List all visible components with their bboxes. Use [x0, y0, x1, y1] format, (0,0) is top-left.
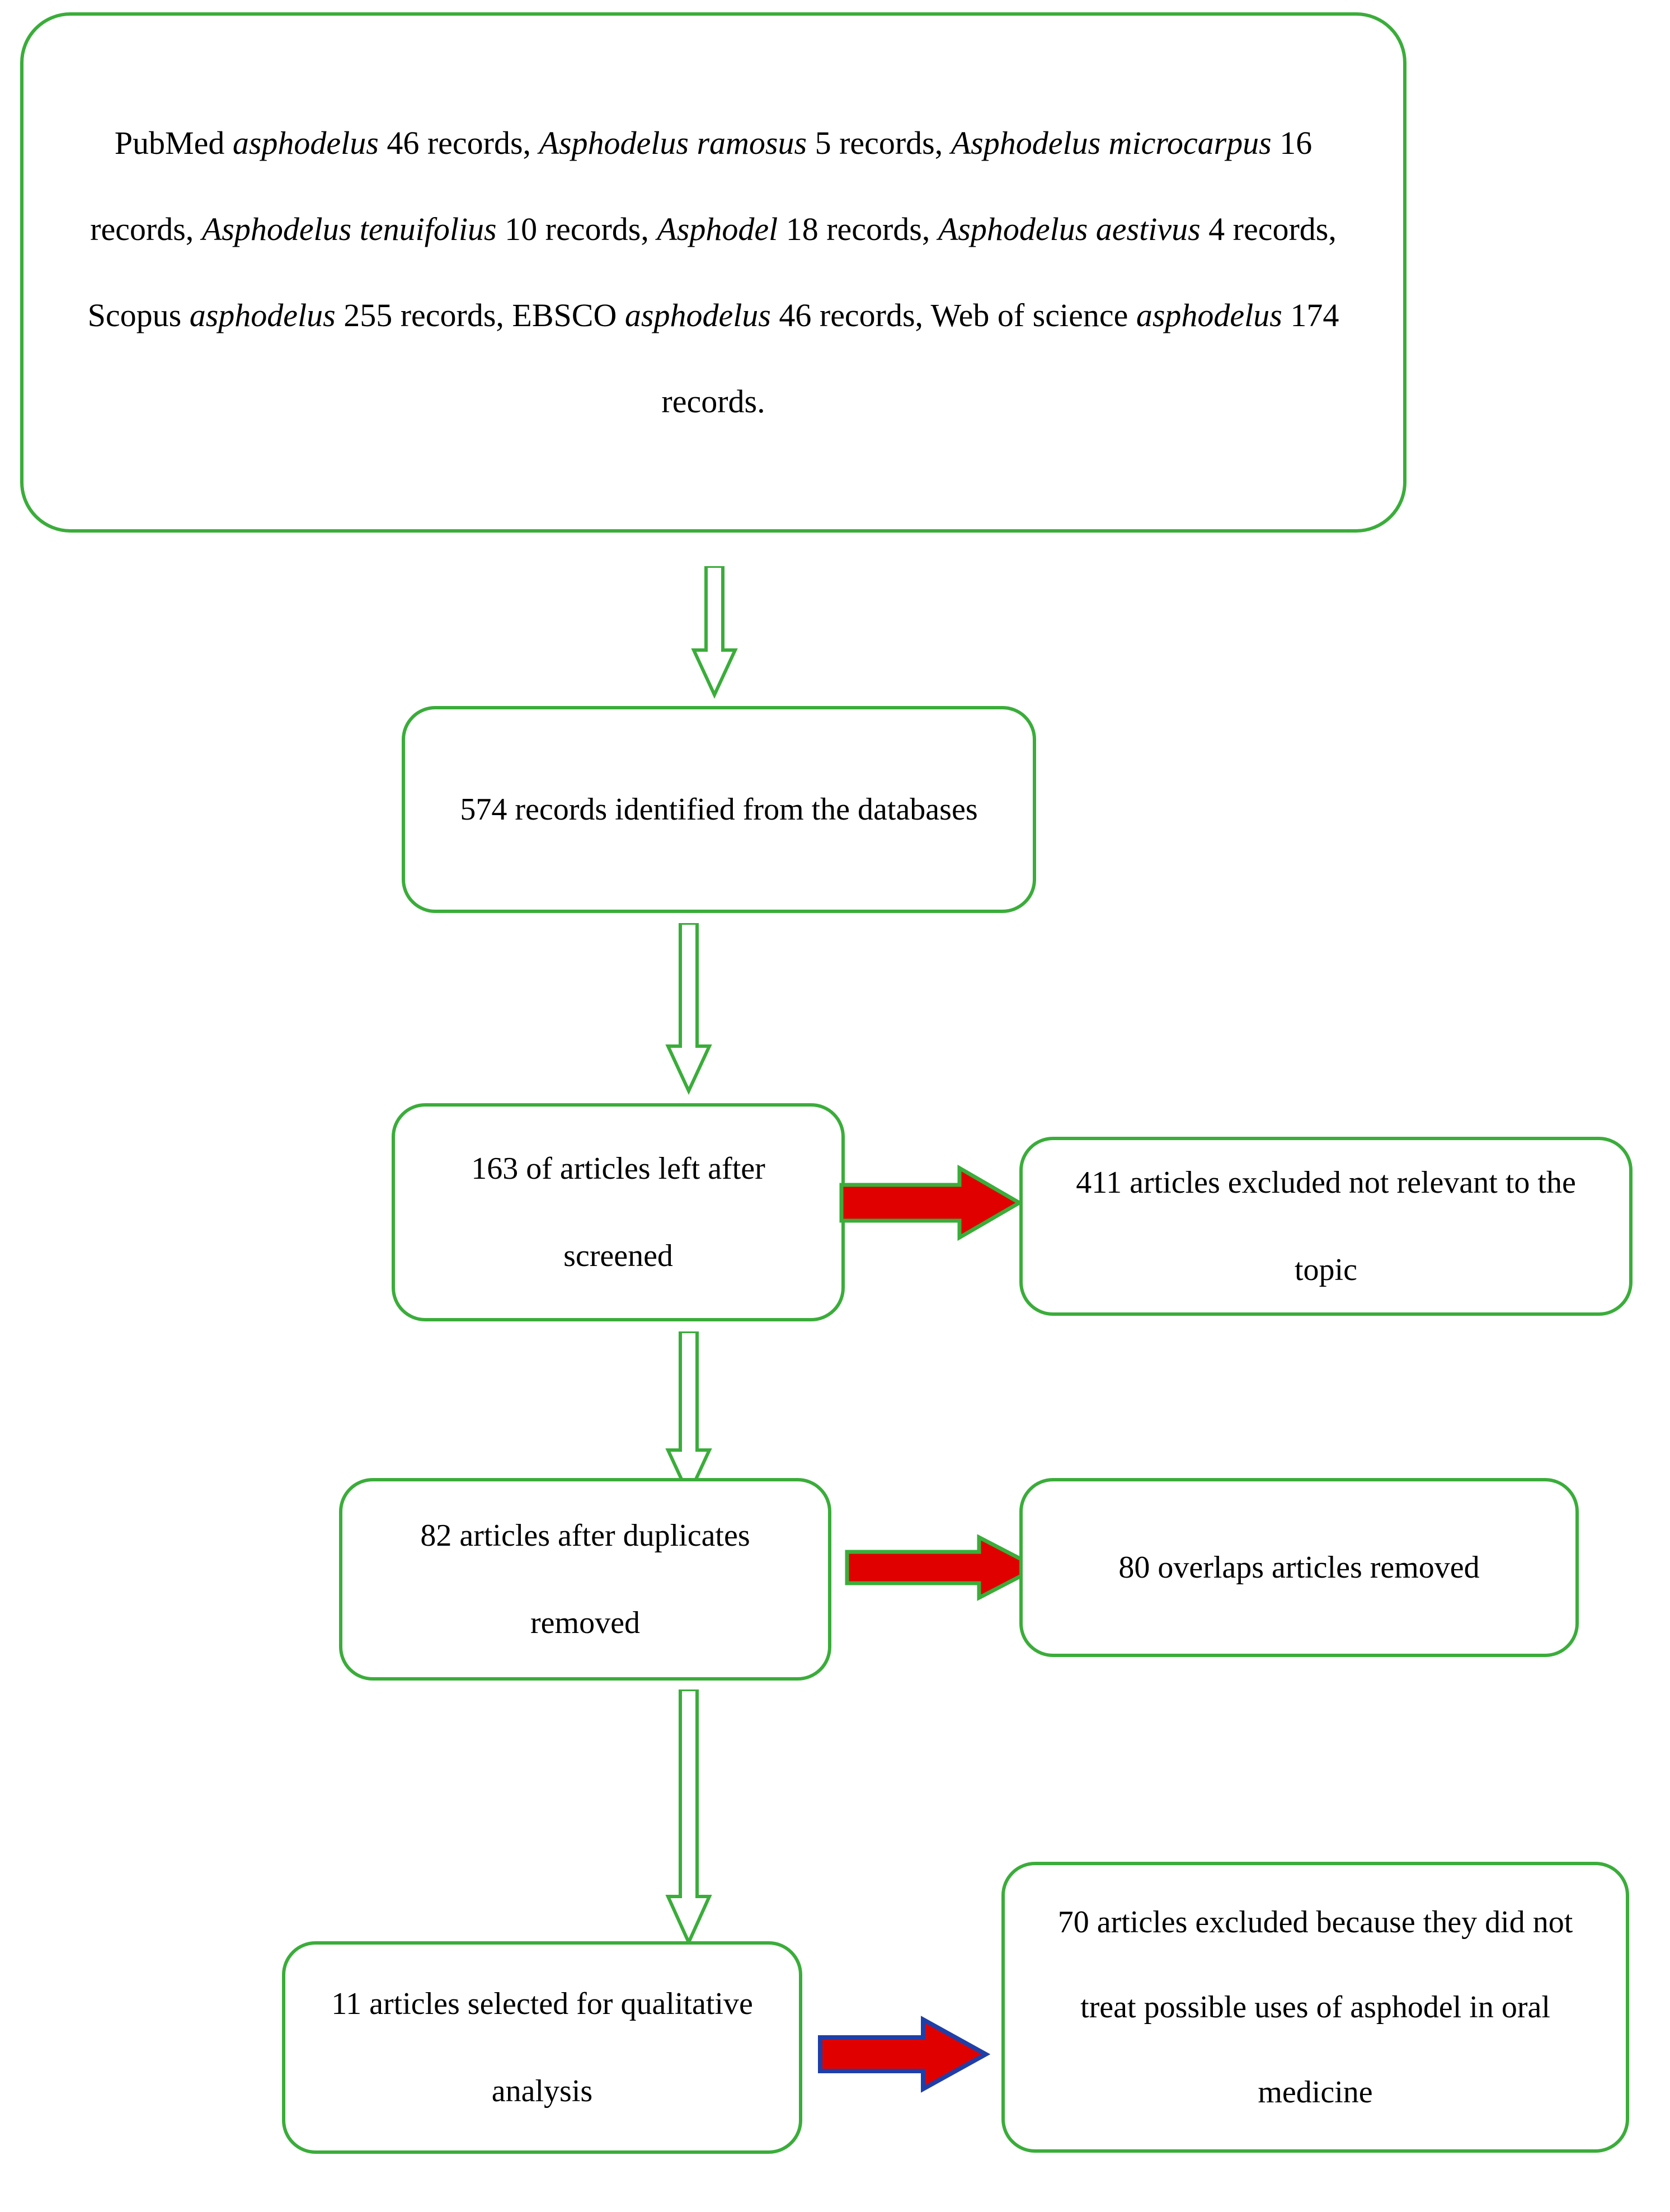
search-term-italic: asphodelus	[189, 297, 336, 333]
arrow-search-to-identified	[689, 566, 740, 700]
search-term-plain: 5 records,	[807, 125, 951, 161]
arrow-duplicates-to-overlaps	[845, 1534, 1041, 1601]
arrow-qualitative-to-excluded-uses	[817, 2015, 990, 2093]
articles-excluded-not-relevant-box: 411 articles excluded not relevant to th…	[1019, 1137, 1633, 1316]
articles-excluded-uses-box: 70 articles excluded because they did no…	[1001, 1862, 1629, 2153]
search-term-plain: 16 records,	[90, 125, 1313, 247]
search-term-italic: Asphodelus microcarpus	[951, 125, 1272, 161]
arrow-screened-to-duplicates	[664, 1331, 714, 1499]
overlaps-articles-removed-box: 80 overlaps articles removed	[1019, 1478, 1579, 1657]
search-term-italic: asphodelus	[232, 125, 379, 161]
arrow-duplicates-to-qualitative	[664, 1689, 714, 1947]
search-term-plain: 10 records,	[496, 211, 657, 247]
articles-selected-qualitative-analysis-box: 11 articles selected for qualitative ana…	[282, 1941, 802, 2154]
search-term-plain: PubMed	[114, 125, 233, 161]
search-term-italic: Asphodelus aestivus	[938, 211, 1201, 247]
overlaps-articles-removed-text: 80 overlaps articles removed	[1118, 1550, 1480, 1585]
search-term-italic: Asphodelus ramosus	[539, 125, 807, 161]
arrow-screened-to-excluded-relevance	[839, 1164, 1024, 1242]
articles-after-duplicates-removed-text: 82 articles after duplicates removed	[420, 1518, 750, 1640]
search-term-plain: 46 records, Web of science	[770, 297, 1136, 333]
articles-left-after-screened-box: 163 of articles left after screened	[392, 1103, 845, 1321]
search-term-plain: 18 records,	[778, 211, 938, 247]
articles-selected-qualitative-analysis-text: 11 articles selected for qualitative ana…	[331, 1987, 753, 2109]
search-term-plain: 46 records,	[378, 125, 539, 161]
articles-excluded-uses-text: 70 articles excluded because they did no…	[1057, 1905, 1573, 2110]
search-results-box: PubMed asphodelus 46 records, Asphodelus…	[20, 12, 1406, 533]
search-term-italic: asphodelus	[1136, 297, 1282, 333]
search-term-plain: 4 records, Scopus	[87, 211, 1337, 333]
articles-excluded-not-relevant-text: 411 articles excluded not relevant to th…	[1076, 1165, 1576, 1287]
search-term-plain: 174 records.	[661, 297, 1339, 420]
search-term-italic: asphodelus	[624, 297, 771, 333]
arrow-identified-to-screened	[664, 923, 714, 1096]
search-term-plain: 255 records, EBSCO	[335, 297, 625, 333]
search-term-italic: Asphodelus tenuifolius	[201, 211, 497, 247]
articles-after-duplicates-removed-box: 82 articles after duplicates removed	[339, 1478, 831, 1681]
records-identified-text: 574 records identified from the database…	[460, 792, 978, 827]
search-results-text: PubMed asphodelus 46 records, Asphodelus…	[23, 100, 1403, 445]
articles-left-after-screened-text: 163 of articles left after screened	[471, 1151, 765, 1273]
search-term-italic: Asphodel	[657, 211, 778, 247]
records-identified-box: 574 records identified from the database…	[402, 706, 1036, 913]
